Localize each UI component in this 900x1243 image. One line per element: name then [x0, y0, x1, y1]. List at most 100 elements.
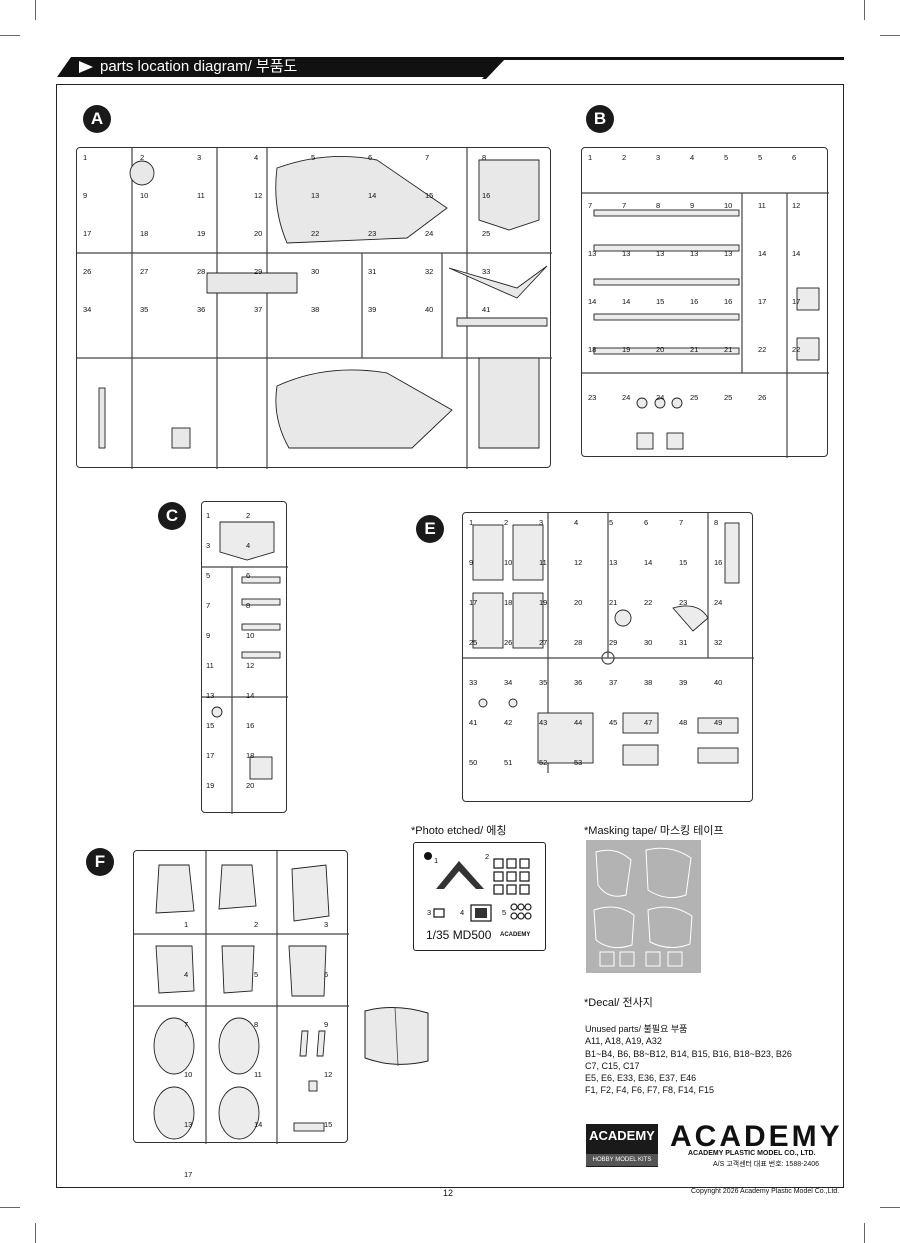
part-number-e: 23: [679, 598, 688, 607]
part-number-b: 16: [724, 297, 733, 306]
page-title: parts location diagram/ 부품도: [100, 58, 298, 75]
part-number-a: 18: [140, 229, 149, 238]
academy-box-subtitle: HOBBY MODEL KITS: [586, 1154, 658, 1166]
pe-label-4: 4: [460, 908, 465, 917]
sprue-b-runners: [582, 192, 829, 458]
part-number-e: 10: [504, 558, 513, 567]
part-number-e: 19: [539, 598, 548, 607]
part-number-f: 7: [184, 1020, 189, 1029]
part-number-f: 4: [184, 970, 189, 979]
part-number-e: 29: [609, 638, 618, 647]
part-number-b: 13: [724, 249, 733, 258]
part-number-e: 5: [609, 518, 614, 527]
part-number-c: 10: [246, 631, 255, 640]
academy-box-logo: ACADEMY HOBBY MODEL KITS: [586, 1124, 658, 1167]
part-number-b: 18: [588, 345, 597, 354]
part-number-a: 40: [425, 305, 434, 314]
part-number-e: 12: [574, 558, 583, 567]
part-number-c: 6: [246, 571, 251, 580]
part-number-e: 53: [574, 758, 583, 767]
part-number-b: 24: [622, 393, 631, 402]
part-number-c: 1: [206, 511, 211, 520]
part-number-c: 20: [246, 781, 255, 790]
part-number-a: 26: [83, 267, 92, 276]
part-number-e: 3: [539, 518, 544, 527]
part-number-b: 17: [758, 297, 767, 306]
sprue-e-runners: [463, 513, 754, 773]
part-number-e: 31: [679, 638, 688, 647]
part-number-e: 49: [714, 718, 723, 727]
part-number-b: 1: [588, 153, 593, 162]
part-number-a: 35: [140, 305, 149, 314]
part-number-a: 14: [368, 191, 377, 200]
part-number-c: 11: [206, 661, 214, 670]
part-number-b: 25: [690, 393, 699, 402]
part-number-e: 51: [504, 758, 513, 767]
part-number-e: 28: [574, 638, 583, 647]
part-number-b: 11: [758, 201, 766, 210]
masking-caption: *Masking tape/ 마스킹 테이프: [584, 825, 724, 837]
part-number-c: 3: [206, 541, 211, 550]
part-number-a: 25: [482, 229, 491, 238]
part-number-e: 20: [574, 598, 583, 607]
part-number-e: 15: [679, 558, 688, 567]
crop-mark: [880, 1207, 900, 1208]
part-number-e: 26: [504, 638, 513, 647]
copyright: Copyright 2026 Academy Plastic Model Co.…: [691, 1188, 840, 1195]
pe-label-1: 1: [434, 856, 439, 865]
part-number-a: 3: [197, 153, 202, 162]
part-number-a: 38: [311, 305, 320, 314]
part-number-e: 16: [714, 558, 723, 567]
part-number-e: 13: [609, 558, 618, 567]
sprue-c-runners: [202, 521, 288, 814]
part-number-a: 28: [197, 267, 206, 276]
pe-label-3: 3: [427, 908, 432, 917]
part-number-a: 33: [482, 267, 491, 276]
part-number-c: 18: [246, 751, 255, 760]
part-number-a: 13: [311, 191, 320, 200]
sprue-f-runners: [134, 851, 349, 1144]
part-number-e: 50: [469, 758, 478, 767]
part-number-f: 11: [254, 1070, 262, 1079]
part-number-a: 27: [140, 267, 149, 276]
part-number-e: 48: [679, 718, 688, 727]
part-number-a: 32: [425, 267, 434, 276]
unused-parts-line: C7, C15, C17: [585, 1060, 640, 1071]
part-number-a: 7: [425, 153, 430, 162]
part-number-f: 3: [324, 920, 329, 929]
part-number-e: 35: [539, 678, 548, 687]
part-number-c: 7: [206, 601, 211, 610]
part-number-f: 9: [324, 1020, 329, 1029]
part-number-f: 1: [184, 920, 189, 929]
part-number-c: 2: [246, 511, 251, 520]
part-number-e: 47: [644, 718, 653, 727]
part-number-e: 14: [644, 558, 653, 567]
part-number-f: 13: [184, 1120, 193, 1129]
part-number-c: 4: [246, 541, 251, 550]
part-number-a: 11: [197, 191, 205, 200]
part-number-b: 21: [724, 345, 733, 354]
part-number-c: 14: [246, 691, 255, 700]
part-number-f: 12: [324, 1070, 333, 1079]
pe-model-label: 1/35 MD500: [426, 928, 492, 942]
crop-mark: [880, 35, 900, 36]
part-number-e: 30: [644, 638, 653, 647]
part-number-e: 34: [504, 678, 513, 687]
crop-mark: [35, 1223, 36, 1243]
part-number-b: 3: [656, 153, 661, 162]
part-number-e: 9: [469, 558, 474, 567]
part-number-b: 13: [656, 249, 665, 258]
part-number-e: 42: [504, 718, 513, 727]
part-number-b: 13: [690, 249, 699, 258]
part-number-e: 36: [574, 678, 583, 687]
part-number-e: 4: [574, 518, 579, 527]
part-number-a: 10: [140, 191, 149, 200]
part-number-f: 5: [254, 970, 259, 979]
masking-outlines: [593, 847, 693, 967]
part-number-b: 14: [758, 249, 767, 258]
part-number-e: 21: [609, 598, 618, 607]
part-number-c: 12: [246, 661, 255, 670]
part-number-a: 23: [368, 229, 377, 238]
